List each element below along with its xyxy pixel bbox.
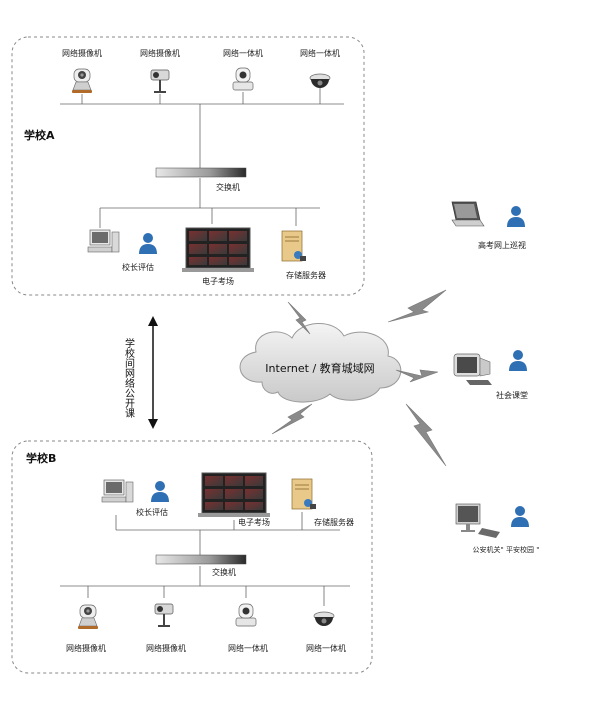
school-b-principal-label: 校长评估 [136,507,168,517]
school-a-ptz-camera-icon [232,67,254,91]
school-a-camera-links [60,88,344,228]
school-a-camera-label-3: 网络一体机 [223,48,263,58]
cloud-label: Internet / 教育城域网 [265,361,374,375]
school-b-camera-label-2: 网络摄像机 [146,643,186,653]
school-a-principal-user-icon [139,233,157,254]
public-class-label: 社会课堂 [496,390,528,400]
school-b-camera-label-1: 网络摄像机 [66,643,106,653]
inter-school-link: 学校间网络公开课 [123,316,158,429]
remote-public-class: 社会课堂 [453,350,528,400]
school-b-switch-icon [155,554,247,565]
school-b-principal-pc-icon [101,479,134,503]
inter-school-link-label: 学校间网络公开课 [123,337,135,419]
school-a-camera-label-1: 网络摄像机 [62,48,102,58]
internet-cloud: Internet / 教育城域网 [239,323,402,403]
lightning-link-school-b [271,403,313,435]
lightning-link-school-a [287,301,311,335]
remote-police: 公安机关" 平安校园 " [455,503,540,554]
police-user-icon [511,506,529,527]
school-b-links [60,512,350,606]
school-b-principal-user-icon [151,481,169,502]
school-b-dome-camera-icon [313,611,335,627]
school-b-title: 学校B [26,451,56,465]
school-a-storage-server-icon [281,230,307,262]
school-b-webcam-icon [77,604,99,630]
school-b-group: 学校B 校长评估 电子考场 存储服务器 交换机 网络 [11,440,373,674]
cloud-icon [239,323,402,403]
public-class-user-icon [509,350,527,371]
school-a-box-camera-icon [150,69,170,94]
school-a-principal-pc-icon [87,229,120,253]
school-b-storage-label: 存储服务器 [314,517,354,527]
school-a-switch-icon [155,167,247,178]
school-b-boundary [11,440,373,674]
school-b-box-camera-icon [154,603,174,628]
school-a-exam-label: 电子考场 [202,276,234,286]
arrow-up-icon [148,316,158,326]
school-a-group: 学校A 网络摄像机 网络摄像机 网络一体机 网络一体机 交换机 [11,36,365,296]
inspection-user-icon [507,206,525,227]
school-b-storage-server-icon [291,478,317,510]
school-a-boundary [11,36,365,296]
school-b-ptz-camera-icon [235,603,257,627]
school-a-dome-camera-icon [309,73,331,89]
lightning-link-inspection [387,289,447,323]
school-b-switch-label: 交换机 [212,567,236,577]
inspection-label: 高考网上巡视 [478,240,526,250]
school-b-camera-label-4: 网络一体机 [306,643,346,653]
school-a-exam-monitor-wall-icon [181,227,255,273]
school-a-webcam-icon [71,68,93,94]
lightning-link-public-class [395,369,439,383]
school-b-exam-monitor-wall-icon [197,472,271,518]
police-label: 公安机关" 平安校园 " [473,545,540,554]
school-a-camera-label-4: 网络一体机 [300,48,340,58]
desktop-monitor-icon [453,353,493,386]
school-a-switch-label: 交换机 [216,182,240,192]
school-a-title: 学校A [24,128,55,142]
school-b-camera-label-3: 网络一体机 [228,643,268,653]
wireless-links [271,289,447,467]
lightning-link-police [405,403,447,467]
remote-inspection: 高考网上巡视 [451,201,526,250]
school-a-principal-label: 校长评估 [122,262,154,272]
school-a-storage-label: 存储服务器 [286,270,326,280]
school-b-exam-label: 电子考场 [238,517,270,527]
flat-monitor-icon [455,503,501,539]
laptop-icon [451,201,485,227]
school-a-camera-label-2: 网络摄像机 [140,48,180,58]
arrow-down-icon [148,419,158,429]
